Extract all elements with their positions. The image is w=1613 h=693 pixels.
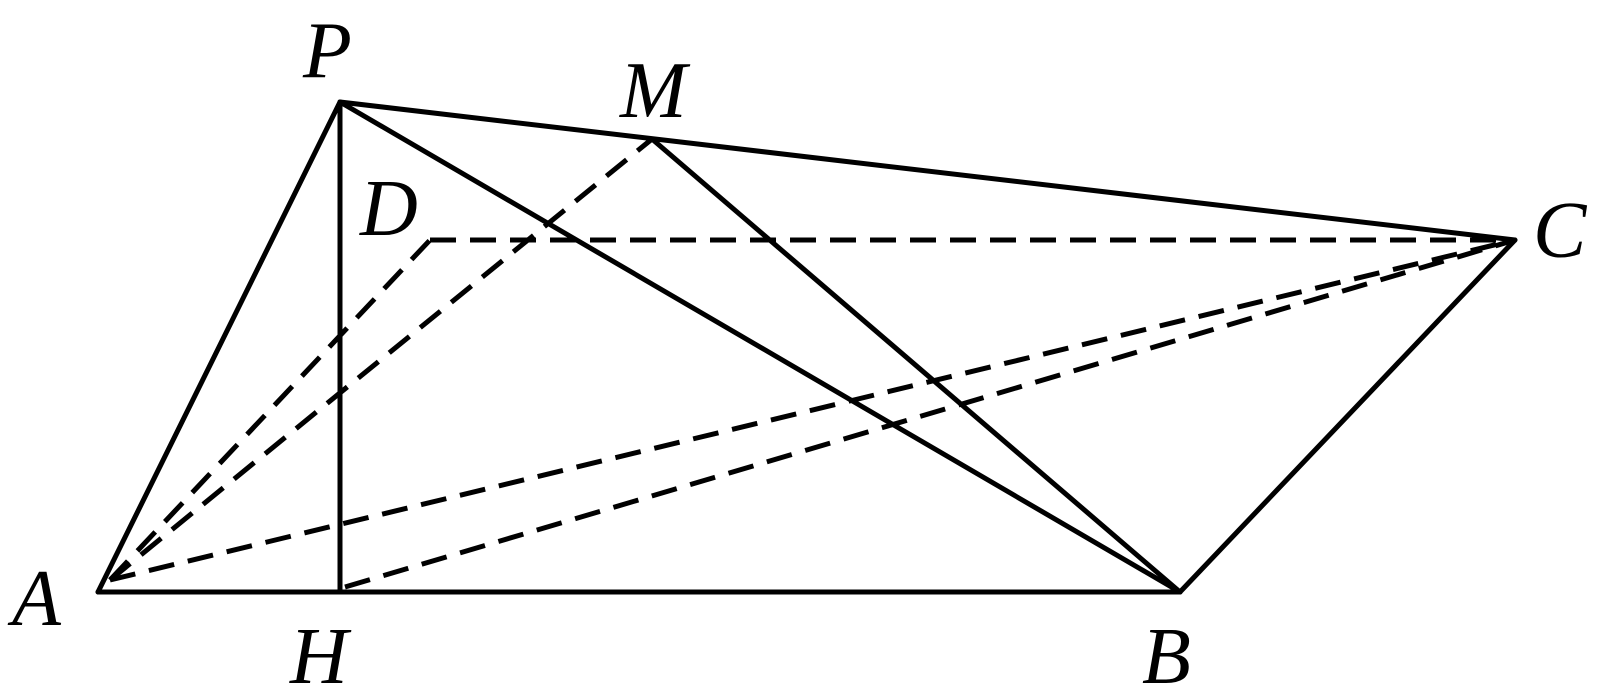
- edge-HC: [344, 237, 1516, 590]
- edge-PC: [337, 99, 1518, 243]
- edge-AD: [108, 238, 432, 582]
- label-C: C: [1533, 187, 1588, 275]
- label-M: M: [619, 47, 691, 135]
- edge-PB: [337, 99, 1183, 595]
- label-D: D: [359, 165, 418, 253]
- solid-edges: [95, 99, 1518, 595]
- dashed-edges: [108, 137, 1516, 590]
- edge-MB: [649, 136, 1183, 595]
- label-H: H: [289, 613, 352, 693]
- label-B: B: [1142, 613, 1191, 693]
- label-A: A: [7, 555, 62, 643]
- edge-AP: [95, 99, 343, 595]
- label-P: P: [302, 7, 352, 95]
- vertex-labels: P M D C A H B: [7, 7, 1588, 693]
- edge-AM: [108, 137, 654, 582]
- edge-BC: [1177, 237, 1518, 595]
- edge-AC: [109, 237, 1516, 583]
